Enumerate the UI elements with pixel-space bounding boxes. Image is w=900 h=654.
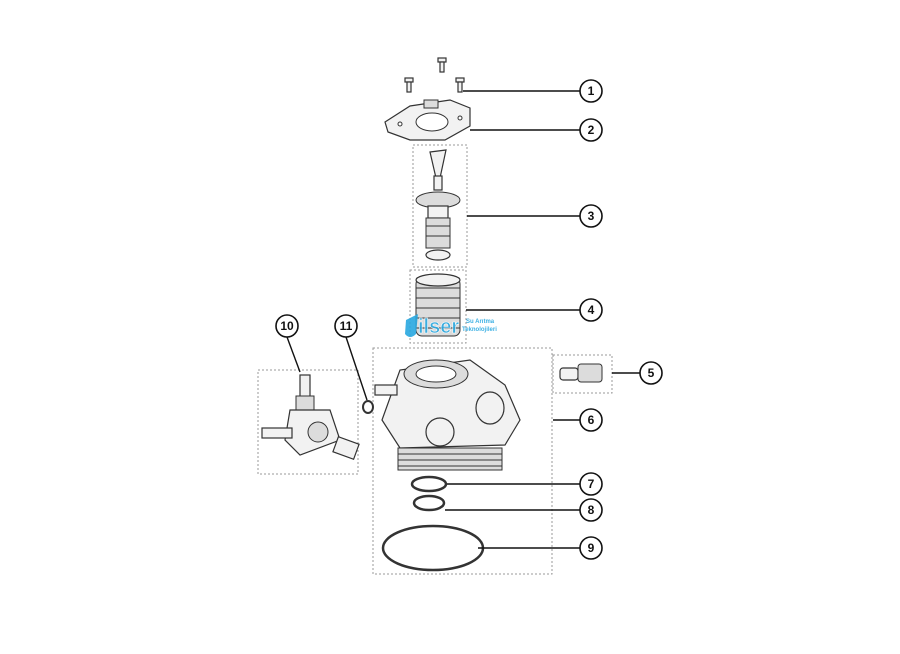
part-4-seal-stack: [415, 273, 461, 337]
callout-3: 3: [579, 204, 603, 228]
callout-label: 2: [588, 123, 595, 137]
logo-brand: ilser: [418, 316, 459, 338]
callout-10: 10: [275, 314, 299, 338]
callout-6: 6: [579, 408, 603, 432]
callout-label: 7: [588, 477, 595, 491]
part-1-screws: [404, 57, 465, 93]
callout-11: 11: [334, 314, 358, 338]
logo-tagline-2: Teknolojileri: [462, 327, 497, 333]
part-5-fitting: [559, 363, 603, 383]
callout-9: 9: [579, 536, 603, 560]
callout-1: 1: [579, 79, 603, 103]
callout-label: 4: [588, 303, 595, 317]
callout-label: 3: [588, 209, 595, 223]
callout-5: 5: [639, 361, 663, 385]
callout-4: 4: [579, 298, 603, 322]
part-11-small-ring: [362, 400, 374, 414]
part-9-o-ring: [381, 524, 485, 572]
group-box-10: [257, 369, 359, 475]
group-box-5: [552, 354, 613, 394]
part-7-o-ring: [410, 475, 448, 493]
callout-label: 10: [280, 319, 294, 333]
callout-label: 5: [648, 366, 655, 380]
group-box-4: [409, 269, 467, 344]
part-6-valve-body: [374, 359, 521, 471]
callout-label: 11: [340, 319, 353, 333]
callout-label: 9: [588, 541, 595, 555]
part-10-bypass-valve: [261, 374, 360, 461]
leader-lines: [286, 90, 640, 549]
logo-tagline-1: Su Arıtma: [466, 319, 495, 325]
callout-7: 7: [579, 472, 603, 496]
callout-label: 8: [588, 503, 595, 517]
callout-label: 1: [588, 84, 595, 98]
callout-label: 6: [588, 413, 595, 427]
ilser-logo-watermark: ilser Su Arıtma Teknolojileri: [405, 314, 497, 338]
part-3-piston-assembly: [415, 149, 461, 261]
part-8-o-ring: [412, 494, 446, 512]
part-2-top-plate: [384, 99, 471, 141]
group-box-6: [372, 347, 553, 575]
water-drop-icon: [405, 314, 418, 337]
callout-2: 2: [579, 118, 603, 142]
callout-8: 8: [579, 498, 603, 522]
